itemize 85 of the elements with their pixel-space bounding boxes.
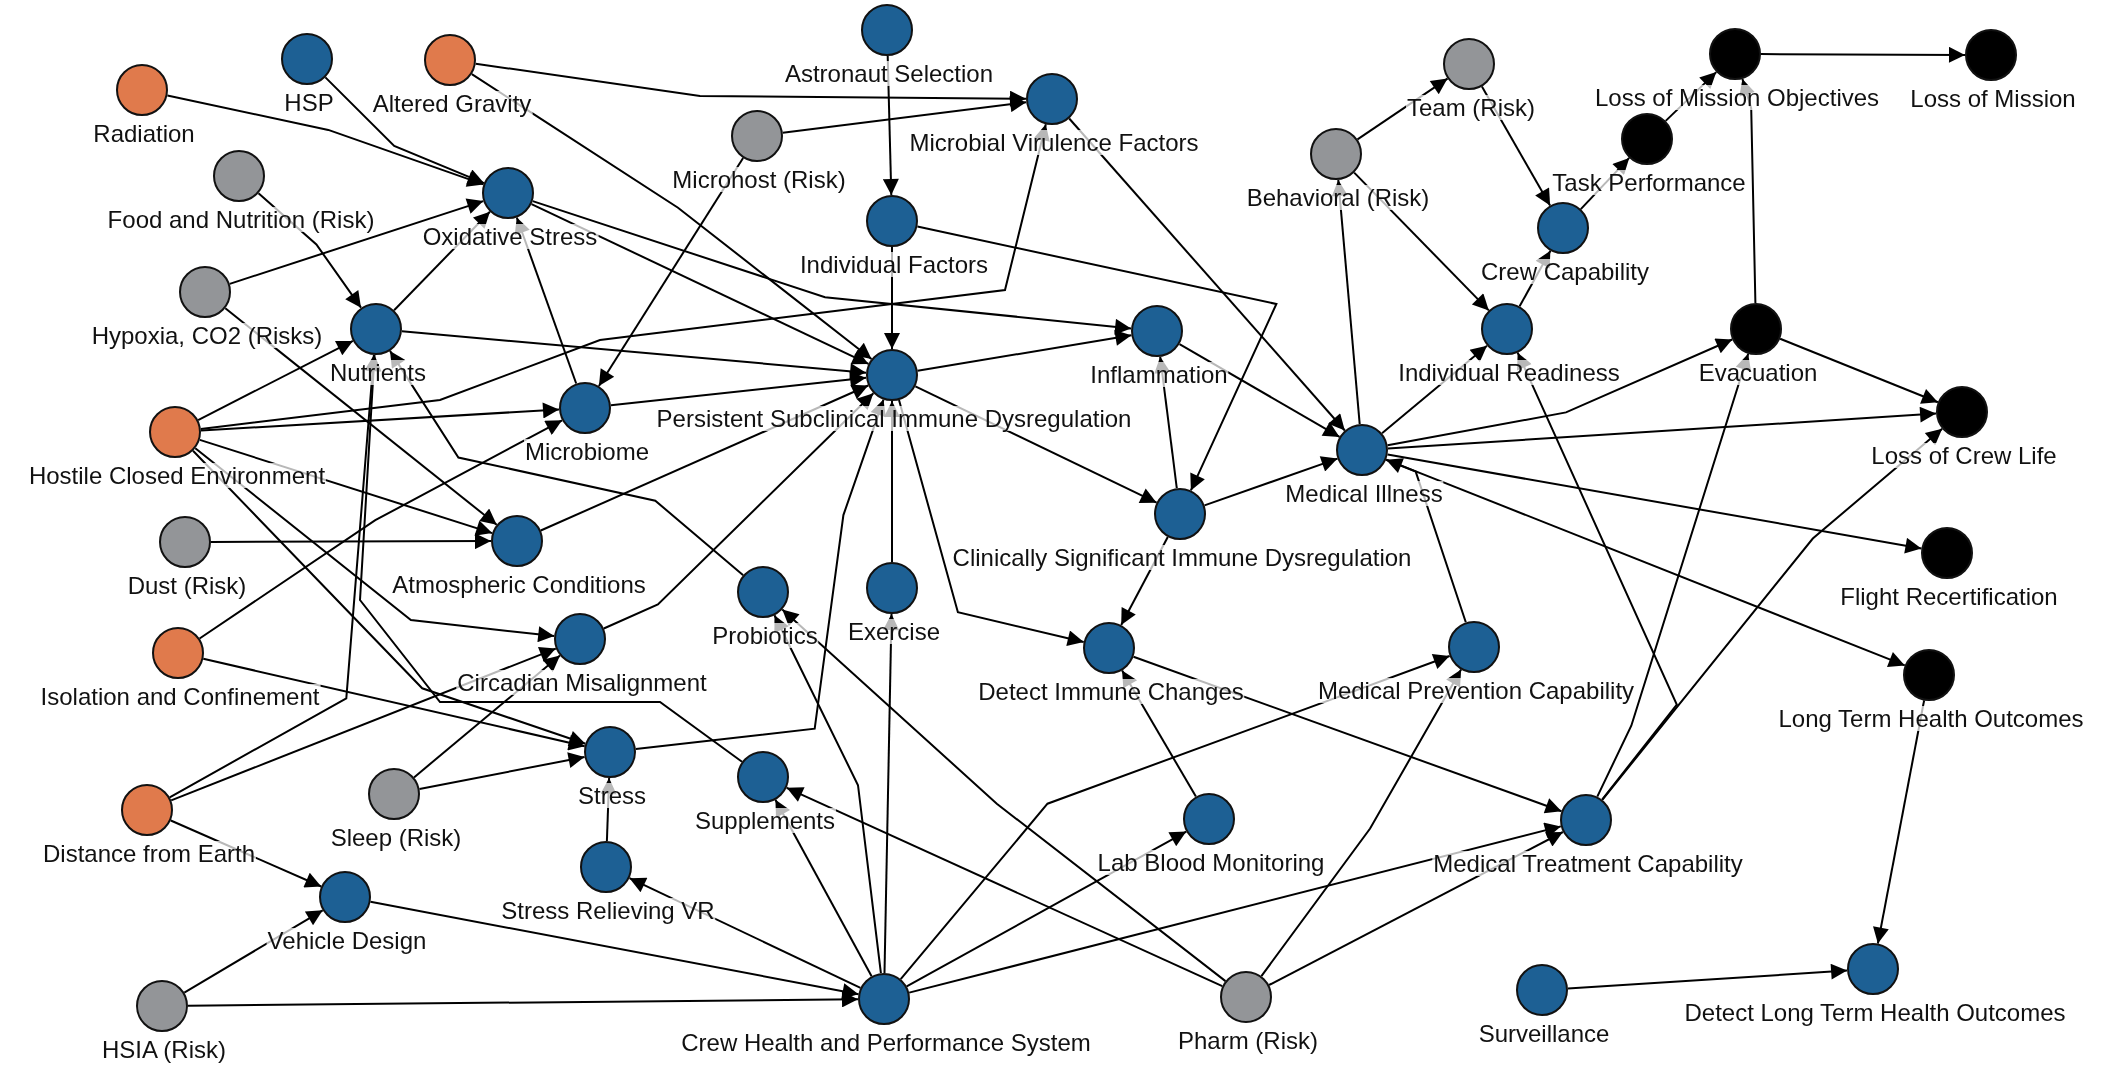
node-label: Supplements <box>693 808 837 834</box>
arrow <box>400 330 868 380</box>
arrow <box>774 798 873 978</box>
node-label: Vehicle Design <box>266 928 428 954</box>
arrow <box>210 533 492 550</box>
arrow <box>197 339 354 422</box>
arrow <box>1260 668 1463 978</box>
arrow <box>781 608 1227 983</box>
arrow <box>1178 343 1341 438</box>
arrow <box>389 349 745 577</box>
arrow <box>1873 699 1926 945</box>
arrow <box>418 752 586 790</box>
node-label: Persistent Subclinical Immune Dysregulation <box>655 406 1133 432</box>
arrow <box>166 94 485 187</box>
arrow <box>470 73 873 360</box>
node-label: Medical Prevention Capability <box>1316 678 1636 704</box>
node-label: Exercise <box>847 619 941 645</box>
node-label: Astronaut Selection <box>783 61 995 87</box>
node-label: Probiotics <box>711 623 819 649</box>
arrow <box>202 657 586 751</box>
arrow <box>916 330 1133 372</box>
arrow <box>224 307 498 526</box>
arrow <box>773 614 882 975</box>
node-label: Microhost (Risk) <box>671 167 847 193</box>
arrow <box>1068 117 1346 432</box>
node-label: Crew Capability <box>1479 259 1651 285</box>
arrow <box>609 371 868 407</box>
node-label: Behavioral (Risk) <box>1245 185 1431 211</box>
arrow <box>1132 655 1563 814</box>
node-label: Detect Immune Changes <box>977 679 1245 705</box>
arrow <box>194 447 556 643</box>
node-label: Evacuation <box>1697 360 1819 386</box>
arrow <box>602 392 875 630</box>
node-label: Medical Illness <box>1284 481 1444 507</box>
node-label: Food and Nutrition (Risk) <box>106 207 376 233</box>
arrow <box>530 203 870 365</box>
node-label: Individual Readiness <box>1397 360 1621 386</box>
arrow <box>1739 77 1757 304</box>
node-label: Lab Blood Monitoring <box>1096 850 1326 876</box>
arrow <box>634 398 886 751</box>
arrow <box>597 157 745 387</box>
node-label: Altered Gravity <box>371 91 533 117</box>
node-label: Medical Treatment Capability <box>1432 851 1744 877</box>
arrow <box>1779 337 1939 404</box>
arrow <box>187 991 859 1008</box>
arrow <box>1203 456 1339 507</box>
node-label: Team (Risk) <box>1406 95 1536 121</box>
node-label: Loss of Crew Life <box>1870 443 2058 469</box>
arrow <box>1386 453 1923 554</box>
arrow <box>1566 963 1849 990</box>
node-label: Hypoxia, CO2 (Risks) <box>90 323 324 349</box>
node-label: Circadian Misalignment <box>456 670 708 696</box>
arrow <box>1516 351 1678 801</box>
node-label: Nutrients <box>329 360 427 386</box>
arrow <box>785 786 1224 988</box>
arrow <box>358 354 743 763</box>
arrow <box>781 96 1028 134</box>
node-label: Stress <box>577 783 647 809</box>
node-label: Inflammation <box>1089 362 1229 388</box>
arrow <box>199 123 1050 430</box>
arrow <box>170 647 557 802</box>
node-label: Long Term Health Outcomes <box>1777 706 2085 732</box>
arrow <box>192 449 587 747</box>
arrow <box>531 200 1133 335</box>
arrow <box>899 654 1451 981</box>
arrow <box>1596 352 1752 798</box>
arrow <box>916 225 1278 492</box>
node-label: Task Performance <box>1551 170 1747 196</box>
node-label: Clinically Significant Immune Dysregulation <box>951 545 1413 571</box>
arrow <box>1385 458 1467 624</box>
arrow <box>324 76 485 185</box>
arrow <box>1601 427 1944 801</box>
arrow <box>198 419 564 640</box>
arrow <box>1386 406 1938 450</box>
arrow <box>1760 46 1966 63</box>
node-label: Loss of Mission Objectives <box>1593 85 1881 111</box>
arrow <box>200 402 560 432</box>
node-label: Oxidative Stress <box>421 224 599 250</box>
arrow <box>898 399 1085 647</box>
arrow <box>1386 338 1734 447</box>
node-label: Stress Relieving VR <box>500 898 716 924</box>
arrow <box>228 198 485 285</box>
node-label: Hostile Closed Environment <box>27 463 327 489</box>
node-label: Microbial Virulence Factors <box>908 130 1200 156</box>
arrow <box>908 822 1562 994</box>
